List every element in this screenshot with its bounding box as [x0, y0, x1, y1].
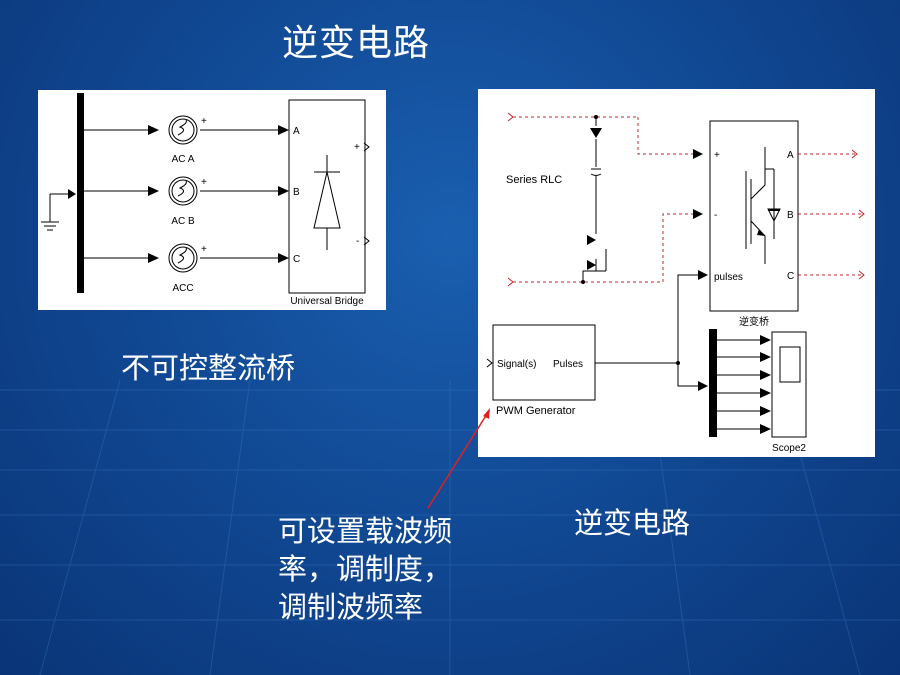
pwm-label: PWM Generator: [496, 405, 576, 417]
source-plus-a: +: [201, 116, 207, 127]
inverter-schematic: Series RLC + - pulses A B C 逆变桥 Signal(s…: [486, 112, 865, 454]
output-arrow-a: [851, 149, 858, 159]
arrow-c-in: [148, 253, 159, 263]
inverter-input-pulses: pulses: [714, 272, 743, 283]
inverter-output-c: C: [787, 271, 794, 282]
bridge-output-minus: -: [356, 236, 359, 247]
pulses-arrow-inverter: [698, 270, 708, 280]
inverter-input-minus: -: [714, 210, 717, 221]
pwm-output-label: Pulses: [553, 359, 583, 370]
rectifier-schematic: + + + AC A AC B ACC A B C + - Universal …: [41, 93, 370, 307]
bridge-input-b: B: [293, 187, 300, 198]
scope-arrow-4: [760, 388, 771, 398]
arrow-c-out: [278, 253, 289, 263]
rlc-label: Series RLC: [506, 174, 562, 186]
source-plus-c: +: [201, 244, 207, 255]
inverter-diagram: Series RLC + - pulses A B C 逆变桥 Signal(s…: [478, 89, 875, 457]
igbt-emitter-arrow: [757, 229, 765, 236]
inverter-block: [709, 120, 799, 312]
demux-bar: [709, 329, 717, 437]
bus-bar: [77, 93, 84, 293]
output-arrow-b: [858, 209, 865, 219]
scope-arrow-5: [760, 406, 771, 416]
inverter-label: 逆变桥: [739, 315, 769, 328]
pulses-arrow-demux: [698, 381, 708, 391]
scope-arrow-2: [760, 352, 771, 362]
scope-arrow-1: [760, 335, 771, 345]
source-label-a: AC A: [172, 154, 195, 165]
rectifier-diagram: + + + AC A AC B ACC A B C + - Universal …: [38, 90, 386, 310]
inverter-arrow-minus: [693, 209, 703, 219]
rlc-diode-top: [590, 128, 602, 138]
diode-icon: [313, 155, 341, 250]
igbt-icon: [745, 147, 775, 264]
source-label-b: AC B: [171, 216, 195, 227]
arrow-b-in: [148, 186, 159, 196]
inverter-input-plus: +: [714, 150, 720, 161]
rectifier-caption: 不可控整流桥: [121, 351, 296, 385]
inverter-output-a: A: [787, 150, 794, 161]
scope-arrow-6: [760, 424, 771, 434]
scope-screen-icon: [779, 346, 801, 383]
bridge-input-a: A: [293, 126, 300, 137]
ac-source-b: [168, 176, 198, 206]
ground-arrow: [68, 189, 76, 199]
inverter-caption: 逆变电路: [574, 506, 691, 540]
input-port-bottom: [507, 277, 514, 287]
inverter-output-b: B: [787, 210, 794, 221]
ground-icon: [41, 193, 68, 231]
universal-bridge-block: [288, 99, 366, 294]
scope-label: Scope2: [772, 443, 806, 454]
pwm-generator-block: [492, 324, 596, 401]
rlc-arrow-low: [587, 260, 596, 270]
bridge-output-plus-port: [363, 142, 370, 152]
bridge-output-plus: +: [354, 142, 360, 153]
source-plus-b: +: [201, 177, 207, 188]
pwm-input-label: Signal(s): [497, 359, 536, 370]
arrow-a-out: [278, 125, 289, 135]
arrow-a-in: [148, 125, 159, 135]
input-port-top: [507, 112, 514, 122]
slide-title: 逆变电路: [282, 23, 431, 64]
series-rlc: [582, 117, 607, 282]
bridge-label: Universal Bridge: [290, 296, 364, 307]
bridge-input-c: C: [293, 254, 300, 265]
ac-source-c: [168, 243, 198, 273]
pulses-junction: [676, 361, 680, 365]
scope-arrow-3: [760, 370, 771, 380]
rlc-arrow-mid: [587, 235, 596, 245]
inverter-arrow-plus: [693, 149, 703, 159]
output-arrow-c: [858, 270, 865, 280]
pwm-input-port: [486, 358, 493, 368]
ac-source-a: [168, 115, 198, 145]
pwm-annotation: 可设置载波频 率，调制度， 调制波频率: [278, 514, 453, 624]
bridge-output-minus-port: [363, 236, 370, 246]
source-label-c: ACC: [172, 283, 193, 294]
arrow-b-out: [278, 186, 289, 196]
